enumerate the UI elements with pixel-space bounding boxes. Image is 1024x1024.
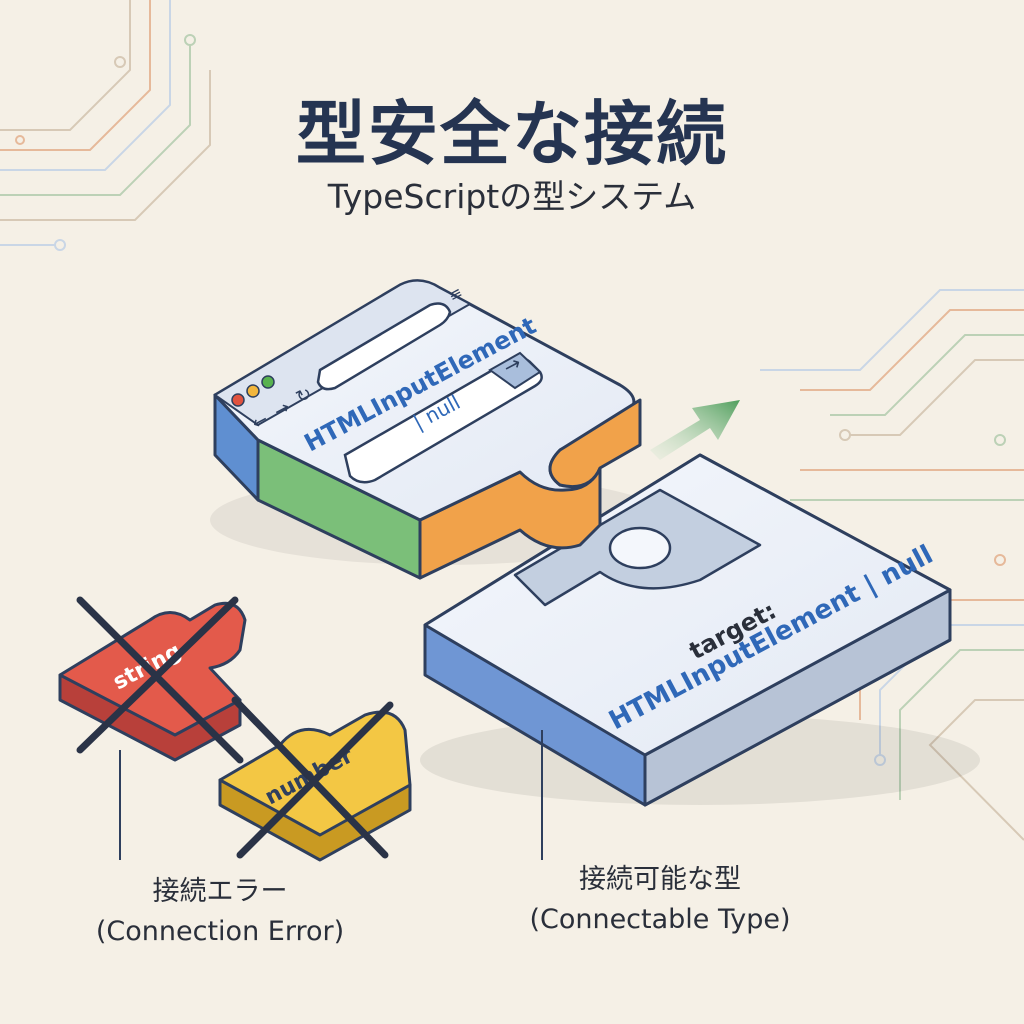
window-maximize-dot[interactable] <box>261 375 275 389</box>
ok-caption-en: (Connectable Type) <box>529 904 791 935</box>
page-title: 型安全な接続 <box>296 93 728 175</box>
connect-arrow-icon <box>650 400 740 460</box>
error-cross-icon <box>76 596 394 859</box>
circuit-lines-right <box>760 289 1024 841</box>
page-subtitle: TypeScriptの型システム <box>327 177 697 216</box>
window-close-dot[interactable] <box>231 393 245 407</box>
error-caption-en: (Connection Error) <box>95 916 345 947</box>
ok-caption-ja: 接続可能な型 <box>579 864 741 895</box>
target-slot-piece <box>423 453 952 807</box>
circuit-lines-top-left <box>0 0 211 251</box>
browser-piece <box>213 279 642 580</box>
error-caption-ja: 接続エラー <box>152 876 288 907</box>
ok-caption: 接続可能な型 (Connectable Type) <box>505 860 815 940</box>
error-caption: 接続エラー (Connection Error) <box>70 872 370 952</box>
number-piece <box>218 710 412 862</box>
window-minimize-dot[interactable] <box>246 384 260 398</box>
